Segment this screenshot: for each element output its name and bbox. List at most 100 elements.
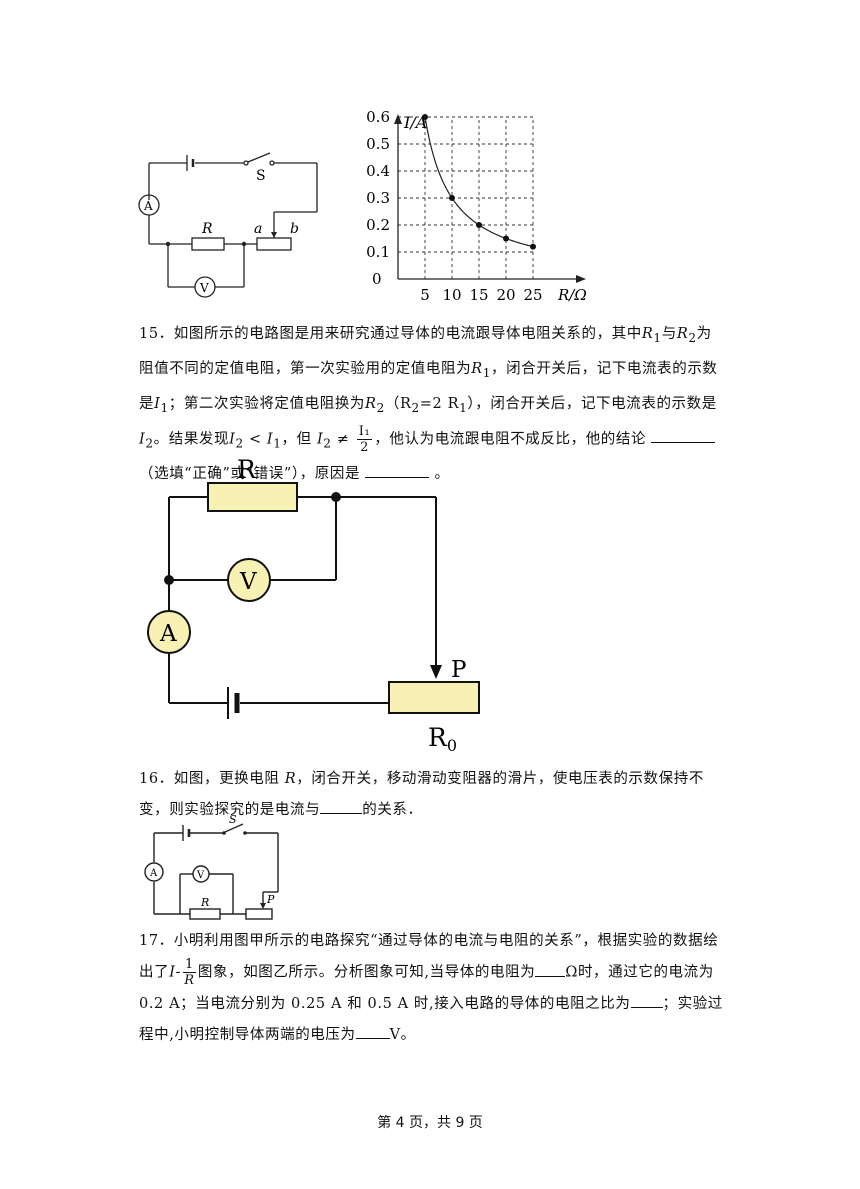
x-tick-label: 10 xyxy=(442,286,461,304)
y-tick-label: 0.1 xyxy=(366,243,390,261)
rheostat-label: R0 xyxy=(428,723,457,755)
y-tick-label: 0.5 xyxy=(366,135,390,153)
q15-var: R xyxy=(641,326,654,342)
q15-text: ），闭合开关后，记下电流表的示数是 xyxy=(467,395,717,412)
q15-sub: 2 xyxy=(376,400,385,415)
q15-var: R xyxy=(471,360,483,377)
q15-text: 。结果发现 xyxy=(153,431,230,448)
q15-sub: 2 xyxy=(323,436,332,451)
data-point xyxy=(476,222,482,228)
q15-sub: 2 xyxy=(235,436,244,451)
main-circuit-diagram: R V A P R0 xyxy=(147,455,480,755)
q15-text: 为阻值不同的定值电阻，第一次实验用的定值电阻为 xyxy=(139,326,712,377)
q15-var: R xyxy=(365,395,377,412)
q15-text: ，他认为电流跟电阻不成反比，他的结论 xyxy=(374,431,652,448)
answer-blank[interactable] xyxy=(355,1022,390,1039)
x-tick-label: 25 xyxy=(523,286,542,304)
x-tick-label: 15 xyxy=(469,286,488,304)
voltmeter-label: V xyxy=(239,569,257,595)
q16-var: R xyxy=(284,771,297,787)
y-tick-label: 0.3 xyxy=(366,189,390,207)
q15-sub: 2 xyxy=(688,330,697,345)
page-footer: 第 4 页，共 9 页 xyxy=(377,1115,483,1131)
ammeter-label: A xyxy=(149,868,158,879)
switch-label: S xyxy=(229,813,237,826)
q17-text: V。 xyxy=(389,1026,416,1043)
q15-text: ，但 xyxy=(281,431,317,448)
q15-var: I xyxy=(139,431,146,448)
x-tick-label: 20 xyxy=(496,286,515,304)
switch-label: S xyxy=(256,168,266,184)
answer-blank[interactable] xyxy=(320,797,363,814)
q15-var: I xyxy=(154,395,161,412)
slider-label: P xyxy=(451,657,466,683)
q15-text: =2 R xyxy=(419,395,460,412)
q15-sub: 2 xyxy=(411,400,420,415)
answer-blank[interactable] xyxy=(651,426,716,444)
q15-text: 与 xyxy=(661,326,677,342)
answer-blank[interactable] xyxy=(630,991,663,1008)
q15-sub: 1 xyxy=(160,400,169,415)
voltmeter-label: V xyxy=(199,281,209,295)
q15-var: I xyxy=(229,431,236,448)
q15-sub: 1 xyxy=(482,365,492,380)
q16-text: ，闭合开关，移动滑动变阻器的滑片，使电压表的示数保持不变，则实验探究的是电流与 xyxy=(139,771,704,818)
y-tick-label: 0.4 xyxy=(366,162,390,180)
q17-text: ；实验过程中,小明控制导体两端的电压为 xyxy=(139,995,723,1043)
q16-text: 如图，更换电阻 xyxy=(173,771,285,787)
q15-var: I xyxy=(316,431,324,448)
q17-text: 图象，如图乙所示。分析图象可知,当导体的电阻为 xyxy=(197,964,536,981)
q15-sub: 1 xyxy=(273,436,282,451)
q15-text: 。 xyxy=(429,466,450,483)
answer-blank[interactable] xyxy=(535,960,566,977)
q17-var: I- xyxy=(169,964,182,981)
answer-blank[interactable] xyxy=(365,461,430,479)
q17-text: 小明利用图甲所示的电路探究“通过导体的电流与电阻的关系”，根据实验的数据绘出了 xyxy=(139,933,719,981)
q16-number: 16． xyxy=(139,771,174,787)
origin-label: 0 xyxy=(372,270,382,288)
q15-var: R xyxy=(676,326,689,342)
q16-text: 的关系． xyxy=(362,802,423,818)
fraction-numerator: 1 xyxy=(183,957,196,973)
x-axis-arrow xyxy=(576,275,586,283)
terminal-b-label: b xyxy=(290,221,299,237)
q17-text: Ω时，通过它的电流为 0.2 A；当电流分别为 0.25 A 和 0.5 A 时… xyxy=(139,964,714,1012)
y-tick-label: 0.6 xyxy=(366,108,390,126)
q15-text: ；第二次实验将定值电阻换为 xyxy=(168,395,366,412)
question-16: 16．如图，更换电阻 R，闭合开关，移动滑动变阻器的滑片，使电压表的示数保持不变… xyxy=(139,764,724,826)
x-tick-label: 5 xyxy=(420,286,430,304)
data-point xyxy=(503,235,509,242)
q15-sub: 2 xyxy=(145,436,154,451)
data-point xyxy=(449,195,455,201)
slider-label: P xyxy=(266,893,275,906)
small-circuit-diagram: S A V R P xyxy=(144,813,279,920)
data-point xyxy=(422,114,428,120)
question-15: 15．如图所示的电路图是用来研究通过导体的电流跟导体电阻关系的，其中R1与R2为… xyxy=(139,319,724,490)
terminal-a-label: a xyxy=(254,221,262,237)
fraction-denominator: 2 xyxy=(360,439,369,455)
q15-number: 15． xyxy=(139,326,174,342)
q15-text: （选填“正确”或“错误”），原因是 xyxy=(139,466,366,483)
fraction-denominator: R xyxy=(184,973,195,988)
q15-text: （R xyxy=(384,395,412,412)
q15-var: I xyxy=(266,431,274,448)
top-circuit-diagram: S A V R a b xyxy=(138,152,318,298)
fraction-numerator: I₁ xyxy=(356,423,373,440)
q15-sub: 1 xyxy=(653,330,662,345)
q15-text: < xyxy=(243,431,267,448)
y-axis-label: I/A xyxy=(403,113,427,132)
resistor-label: R xyxy=(237,455,257,484)
question-17: 17．小明利用图甲所示的电路探究“通过导体的电流与电阻的关系”，根据实验的数据绘… xyxy=(139,926,724,1051)
ammeter-label: A xyxy=(159,621,177,647)
data-point xyxy=(530,243,536,250)
ammeter-label: A xyxy=(143,199,153,213)
q17-number: 17． xyxy=(139,933,174,949)
y-axis-arrow xyxy=(394,114,402,124)
resistor-label: R xyxy=(200,896,209,909)
q15-text: ≠ xyxy=(331,431,355,448)
q15-text: 如图所示的电路图是用来研究通过导体的电流跟导体电阻关系的，其中 xyxy=(173,326,642,342)
y-tick-label: 0.2 xyxy=(366,216,390,234)
